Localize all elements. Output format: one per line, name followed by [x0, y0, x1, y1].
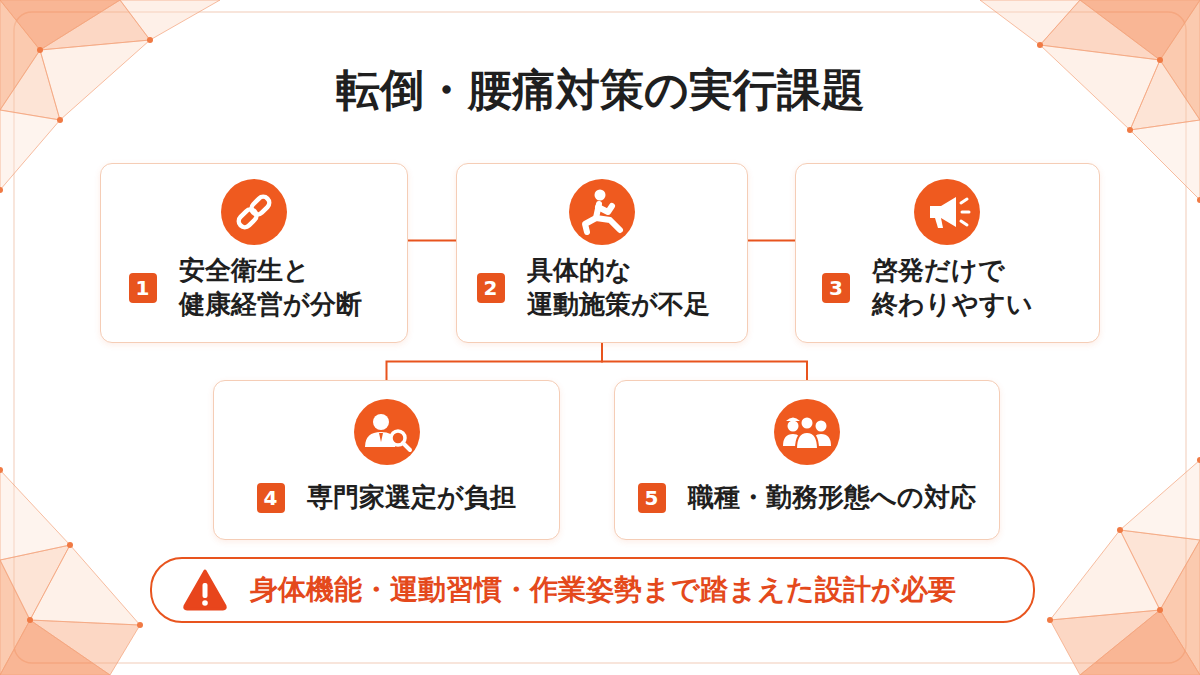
number-badge: 2	[477, 273, 505, 303]
box-content: 1 安全衛生と 健康経営が分断	[129, 254, 379, 322]
box-content: 2 具体的な 運動施策が不足	[477, 254, 727, 322]
number-badge: 4	[257, 483, 285, 513]
chain-icon	[221, 179, 287, 245]
issue-box: 3 啓発だけで 終わりやすい	[795, 163, 1100, 343]
number-badge: 5	[638, 483, 666, 513]
issue-text: 安全衛生と 健康経営が分断	[179, 254, 379, 322]
box-content: 身体機能・運動習慣・作業姿勢まで踏まえた設計が必要	[250, 573, 956, 607]
warning-icon	[185, 571, 226, 609]
box-content: 5 職種・勤務形態への対応	[638, 481, 976, 515]
issue-box: 1 安全衛生と 健康経営が分断	[100, 163, 408, 343]
issue-text: 啓発だけで 終わりやすい	[872, 254, 1072, 322]
box-content: 4 専門家選定が負担	[257, 481, 516, 515]
diagram-title: 転倒・腰痛対策の実行課題	[0, 64, 1200, 117]
issue-box: 5 職種・勤務形態への対応	[614, 380, 1000, 540]
expert-search-icon	[354, 399, 420, 465]
issue-text: 専門家選定が負担	[307, 481, 516, 515]
issue-text: 職種・勤務形態への対応	[688, 481, 976, 515]
issue-text: 具体的な 運動施策が不足	[527, 254, 727, 322]
exercise-icon	[569, 179, 635, 245]
banner-text: 身体機能・運動習慣・作業姿勢まで踏まえた設計が必要	[250, 573, 956, 607]
box-content: 3 啓発だけで 終わりやすい	[822, 254, 1072, 322]
issue-box: 2 具体的な 運動施策が不足	[456, 163, 748, 343]
connector-line	[602, 343, 807, 380]
group-icon	[774, 399, 840, 465]
connector-line	[748, 239, 795, 241]
connector-line	[408, 239, 456, 241]
connector-line	[387, 343, 603, 380]
mesh-dots	[0, 37, 1200, 628]
issue-box: 4 専門家選定が負担	[213, 380, 560, 540]
megaphone-icon	[914, 179, 980, 245]
number-badge: 3	[822, 273, 850, 303]
conclusion-banner: 身体機能・運動習慣・作業姿勢まで踏まえた設計が必要	[150, 557, 1035, 623]
number-badge: 1	[129, 273, 157, 303]
